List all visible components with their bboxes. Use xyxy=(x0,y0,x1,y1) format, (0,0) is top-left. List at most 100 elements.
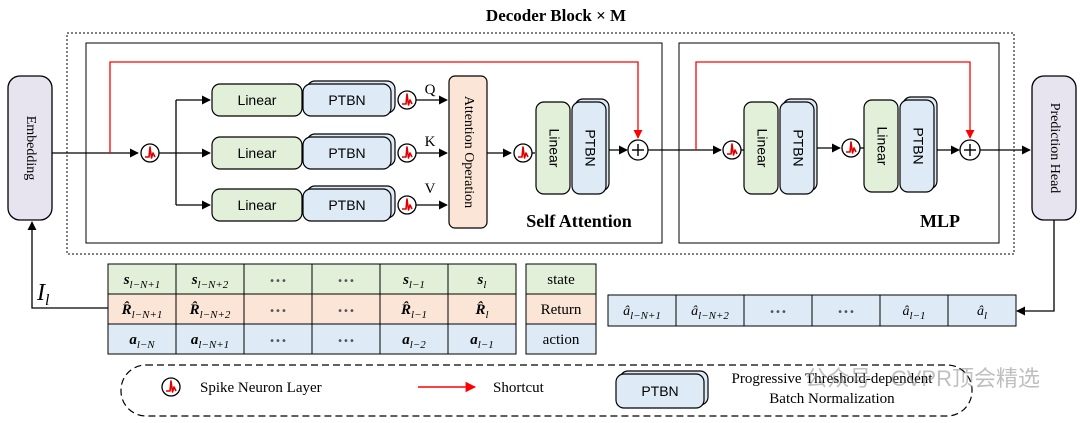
table-cell: sl−N+1 xyxy=(107,263,177,295)
spike-icon xyxy=(161,377,181,397)
table-cell-text: ••• xyxy=(269,276,287,287)
linear-label-mlp-1: Linear xyxy=(754,129,770,168)
ptbn-block-mlp-1 xyxy=(779,101,815,195)
shortcut-self-attention xyxy=(109,61,643,153)
output-cell-text: ••• xyxy=(837,307,855,318)
plus-icon xyxy=(627,139,649,161)
table-cell-text: ••• xyxy=(337,336,355,347)
sequence-table: sl−N+1 sl−N+2 ••• ••• sl−1 slR̂l−N+1 R̂l−N+2 ••… xyxy=(107,263,517,355)
output-cell: âl−N+2 xyxy=(675,294,745,327)
svg-text:Return: Return xyxy=(541,302,582,318)
attention-operation-label: Attention Operation xyxy=(461,96,476,208)
linear-block-sa xyxy=(535,101,571,195)
arrow-prediction-to-output xyxy=(1016,220,1055,316)
v-label: V xyxy=(425,181,436,197)
mlp-frame xyxy=(678,42,1000,244)
table-cell-text: R̂l−1 xyxy=(400,301,427,321)
ptbn-label-k: PTBN xyxy=(328,145,365,161)
output-cell: ••• xyxy=(811,294,881,327)
embedding-label: Embedding xyxy=(23,116,38,181)
row-label-return: Return xyxy=(525,293,597,325)
table-cell-text: ••• xyxy=(337,306,355,317)
attention-operation-block xyxy=(448,75,488,229)
table-cell-text: sl xyxy=(477,272,487,291)
output-cell-text: âl−N+1 xyxy=(623,304,661,322)
table-cell: ••• xyxy=(311,293,381,325)
linear-label-q: Linear xyxy=(238,92,277,108)
ptbn-block-q xyxy=(302,83,392,117)
table-cell: R̂l−1 xyxy=(379,293,449,325)
table-cell: ••• xyxy=(311,263,381,295)
spike-icon xyxy=(397,143,417,163)
table-cell-text: R̂l−N+1 xyxy=(121,301,163,321)
legend-spike-label: Spike Neuron Layer xyxy=(200,380,322,396)
output-cell: âl−N+1 xyxy=(607,294,677,327)
legend-ptbn-label: PTBN xyxy=(641,383,678,399)
input-label: Il xyxy=(36,280,50,309)
table-cell: ••• xyxy=(243,323,313,355)
arrow-input-to-embedding xyxy=(27,221,108,309)
table-cell: al−2 xyxy=(379,323,449,355)
legend-ptbn-desc-2: Batch Normalization xyxy=(769,391,895,407)
ptbn-label-sa: PTBN xyxy=(582,129,598,166)
table-cell-text: al−2 xyxy=(402,332,426,351)
ptbn-block-k xyxy=(302,136,392,170)
legend-frame xyxy=(120,364,973,417)
predicted-action-row: âl−N+1 âl−N+2 ••• ••• âl−1 âl xyxy=(607,294,1017,327)
ptbn-block-sa xyxy=(571,101,607,195)
q-label: Q xyxy=(425,82,436,98)
row-label-action: action xyxy=(525,323,597,355)
svg-text:action: action xyxy=(543,332,580,348)
table-cell: al−N xyxy=(107,323,177,355)
self-attention-frame xyxy=(85,42,663,244)
table-cell-text: al−1 xyxy=(470,332,493,351)
embedding-block xyxy=(7,75,53,221)
linear-label-v: Linear xyxy=(238,197,277,213)
linear-label-k: Linear xyxy=(238,145,277,161)
table-cell-text: sl−N+2 xyxy=(191,272,229,291)
shortcut-mlp xyxy=(695,61,975,150)
linear-block-q xyxy=(211,83,303,117)
linear-block-v xyxy=(211,188,303,222)
table-cell-text: R̂l xyxy=(474,301,488,321)
decoder-block-frame xyxy=(66,32,1015,255)
table-cell-text: sl−1 xyxy=(402,272,425,291)
linear-block-k xyxy=(211,136,303,170)
linear-label-sa: Linear xyxy=(546,129,562,168)
table-cell-text: ••• xyxy=(269,306,287,317)
table-cell: al−1 xyxy=(447,323,517,355)
table-cell-text: sl−N+1 xyxy=(123,272,161,291)
table-cell: R̂l xyxy=(447,293,517,325)
output-cell: âl−1 xyxy=(879,294,949,327)
output-cell-text: âl−N+2 xyxy=(691,304,729,322)
table-cell: R̂l−N+2 xyxy=(175,293,245,325)
table-cell: al−N+1 xyxy=(175,323,245,355)
output-cell-text: âl−1 xyxy=(903,304,926,322)
legend-shortcut-label: Shortcut xyxy=(493,380,545,396)
table-cell: ••• xyxy=(243,263,313,295)
output-cell-text: ••• xyxy=(769,307,787,318)
table-cell: R̂l−N+1 xyxy=(107,293,177,325)
table-cell-text: al−N xyxy=(129,332,155,351)
table-cell-text: ••• xyxy=(269,336,287,347)
spike-icon xyxy=(140,143,160,163)
ptbn-block-v xyxy=(302,188,392,222)
legend-ptbn-desc-1: Progressive Threshold-dependent xyxy=(732,371,934,387)
linear-block-mlp-1 xyxy=(743,101,779,195)
diagram-title: Decoder Block × M xyxy=(486,6,626,25)
linear-label-mlp-2: Linear xyxy=(874,127,890,166)
ptbn-label-v: PTBN xyxy=(328,197,365,213)
svg-text:state: state xyxy=(547,272,575,288)
watermark: 公众号 · CVPR顶会精选 xyxy=(805,366,1040,391)
plus-icon xyxy=(959,139,981,161)
output-cell: âl xyxy=(947,294,1017,327)
table-cell: sl xyxy=(447,263,517,295)
spike-icon xyxy=(513,143,533,163)
ptbn-label-mlp-2: PTBN xyxy=(910,127,926,164)
legend-ptbn-block xyxy=(615,373,705,409)
prediction-head-label: Prediction Head xyxy=(1047,103,1062,194)
table-cell-text: ••• xyxy=(337,276,355,287)
table-cell: ••• xyxy=(311,323,381,355)
